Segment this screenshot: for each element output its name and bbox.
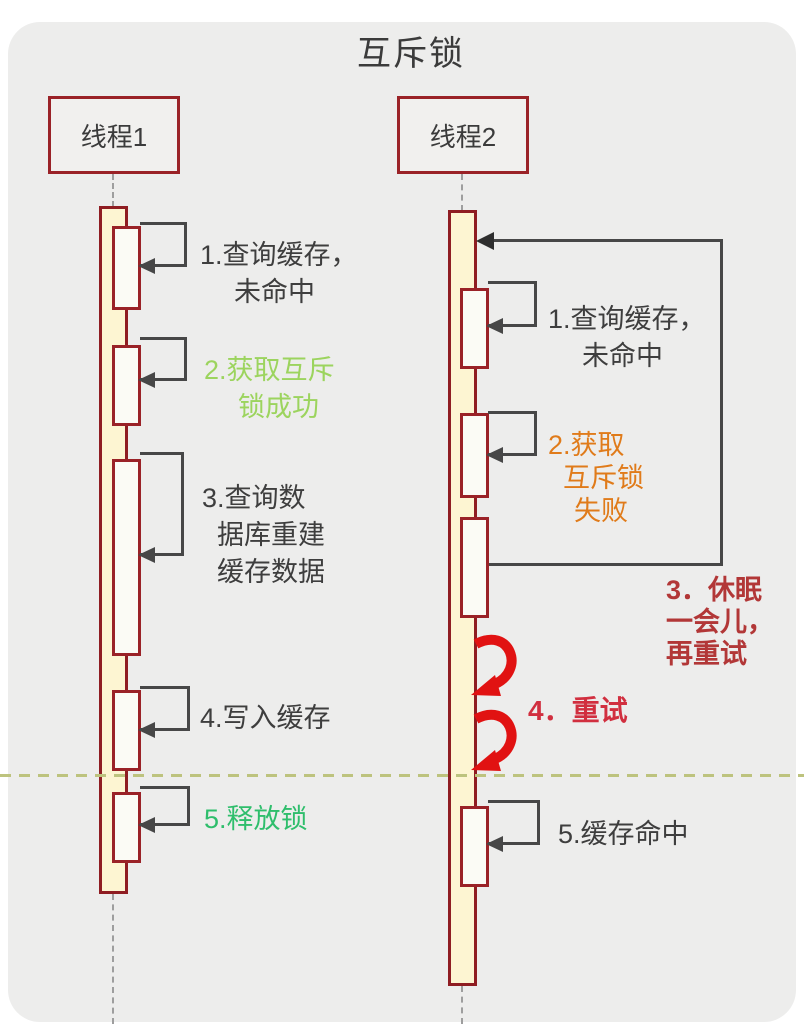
message-t1-lock-success: 2.获取互斥 锁成功 [204, 355, 335, 422]
retry-curl-arrow-icon [471, 709, 517, 771]
self-message-loop-t1-4 [138, 686, 190, 738]
message-arrowhead-icon [138, 722, 155, 738]
actor-label-thread2: 线程2 [429, 121, 497, 152]
self-message-loop-t2-1 [486, 281, 537, 334]
retry-curl-arrow-icon [471, 634, 517, 696]
self-message-loop-t2-5 [486, 800, 540, 852]
message-t2-sleep-retry: 3．休眠 一会儿， 再重试 [666, 575, 774, 669]
diagram-title: 互斥锁 [357, 35, 465, 73]
lifeline-dash-thread1-bottom [112, 894, 114, 1024]
actor-box-thread1: 线程1 [48, 96, 180, 174]
message-t2-query-cache: 1.查询缓存， 未命中 [548, 304, 706, 371]
message-t1-query-cache: 1.查询缓存， 未命中 [200, 240, 358, 307]
separator-dashed-line [0, 774, 804, 777]
lifeline-dash-thread2-top [461, 174, 463, 211]
message-t1-write-cache: 4.写入缓存 [200, 703, 331, 733]
self-message-loop-t2-2 [486, 411, 537, 463]
actor-label-thread1: 线程1 [80, 121, 148, 152]
message-arrowhead-icon [138, 547, 155, 563]
activation-box-t2-3 [460, 517, 489, 618]
message-t2-lock-fail: 2.获取 互斥锁 失败 [548, 430, 644, 526]
message-t1-release-lock: 5.释放锁 [204, 804, 308, 834]
message-t1-rebuild-cache: 3.查询数 据库重建 缓存数据 [202, 483, 325, 587]
lifeline-dash-thread1-top [112, 174, 114, 207]
activation-box-t1-1 [112, 226, 141, 310]
message-arrowhead-icon [138, 258, 155, 274]
message-arrowhead-icon [138, 372, 155, 388]
activation-box-t2-5 [460, 806, 489, 887]
message-arrowhead-icon [486, 447, 503, 463]
activation-box-t2-2 [460, 413, 489, 498]
self-message-loop-t1-2 [138, 337, 187, 388]
message-arrowhead-icon [486, 836, 503, 852]
message-arrowhead-icon [486, 318, 503, 334]
retry-loop-arrowhead-icon [476, 232, 494, 250]
self-message-loop-t1-3 [138, 452, 184, 563]
message-t2-cache-hit: 5.缓存命中 [558, 819, 689, 849]
activation-box-t1-3 [112, 459, 141, 656]
message-t2-retry: 4．重试 [528, 695, 628, 726]
activation-box-t1-2 [112, 345, 141, 426]
retry-loop-line [476, 232, 723, 566]
self-message-loop-t1-5 [138, 786, 190, 833]
self-message-loop-t1-1 [138, 222, 187, 274]
lifeline-dash-thread2-bottom [461, 986, 463, 1024]
activation-box-t1-4 [112, 690, 141, 771]
activation-box-t1-5 [112, 792, 141, 863]
message-arrowhead-icon [138, 817, 155, 833]
activation-box-t2-1 [460, 288, 489, 369]
actor-box-thread2: 线程2 [397, 96, 529, 174]
